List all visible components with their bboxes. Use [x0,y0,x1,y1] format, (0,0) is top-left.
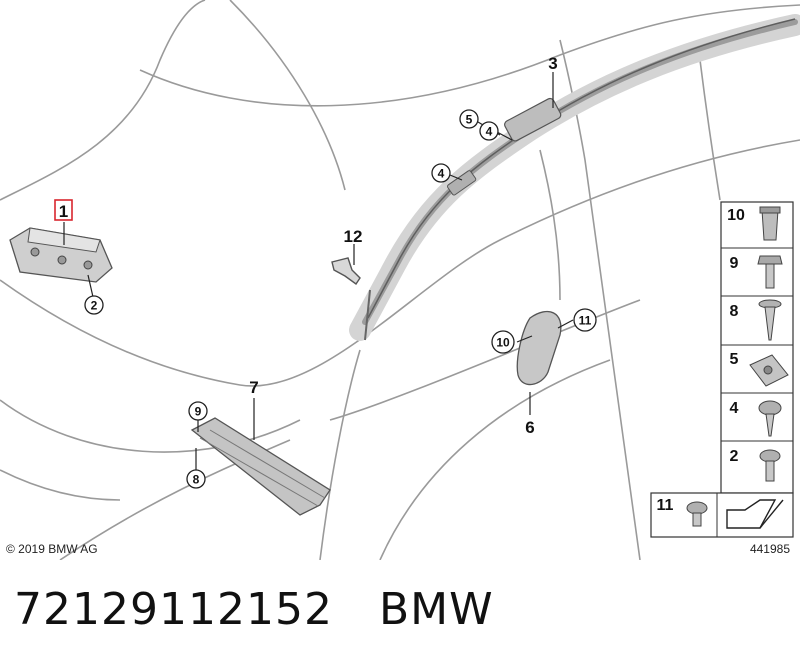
callout-2: 2 [84,295,104,315]
svg-text:5: 5 [466,113,473,127]
diagram-number: 441985 [750,542,790,556]
curtain-airbag [349,14,800,341]
svg-text:9: 9 [195,405,202,419]
callout-4-upper: 4 [479,121,499,141]
callout-11: 11 [573,308,597,332]
bracket-part-12 [331,257,361,285]
brand-name: BMW [378,584,494,635]
callout-7: 7 [249,378,258,397]
side-airbag-pad [516,310,562,386]
hex-bolt-icon [757,255,783,289]
round-head-screw-icon [686,501,708,527]
svg-text:11: 11 [579,314,592,328]
legend-num-4: 4 [730,400,739,417]
callout-5: 5 [459,109,479,129]
car-body-outline [0,0,800,560]
callout-1: 1 [59,202,68,221]
svg-text:8: 8 [193,473,200,487]
part-number: 72129112152 [14,584,333,635]
parts-diagram: 1 2 3 5 4 4 12 10 11 6 7 9 8 [0,0,800,560]
callout-1-highlight-box [54,199,73,221]
torx-screw-icon [758,400,782,437]
svg-text:2: 2 [91,299,98,313]
callout-9: 9 [188,401,208,421]
callout-6: 6 [525,418,534,437]
airbag-module [9,227,113,283]
short-screw-icon [759,449,781,482]
legend-num-2: 2 [730,448,739,465]
callout-4-lower: 4 [431,163,451,183]
legend-num-8: 8 [730,303,739,320]
legend-num-10: 10 [727,207,745,224]
knee-airbag [190,417,331,516]
callout-10: 10 [491,330,515,354]
part-caption: 72129112152 BMW [14,584,494,654]
expanding-nut-icon [759,206,781,241]
svg-text:10: 10 [496,336,510,350]
callout-3: 3 [548,54,557,73]
clip-nut-icon [749,354,789,387]
fastener-legend: 10 9 8 5 4 2 [650,201,794,538]
legend-num-11: 11 [657,497,674,514]
direction-arrow-icon [726,499,784,529]
self-tapping-screw-icon [758,299,782,341]
callout-12: 12 [344,227,363,246]
legend-num-5: 5 [730,351,739,368]
callout-8: 8 [186,469,206,489]
svg-text:4: 4 [438,167,445,181]
legend-num-9: 9 [730,255,739,272]
copyright: © 2019 BMW AG [6,542,98,556]
svg-text:4: 4 [486,125,493,139]
